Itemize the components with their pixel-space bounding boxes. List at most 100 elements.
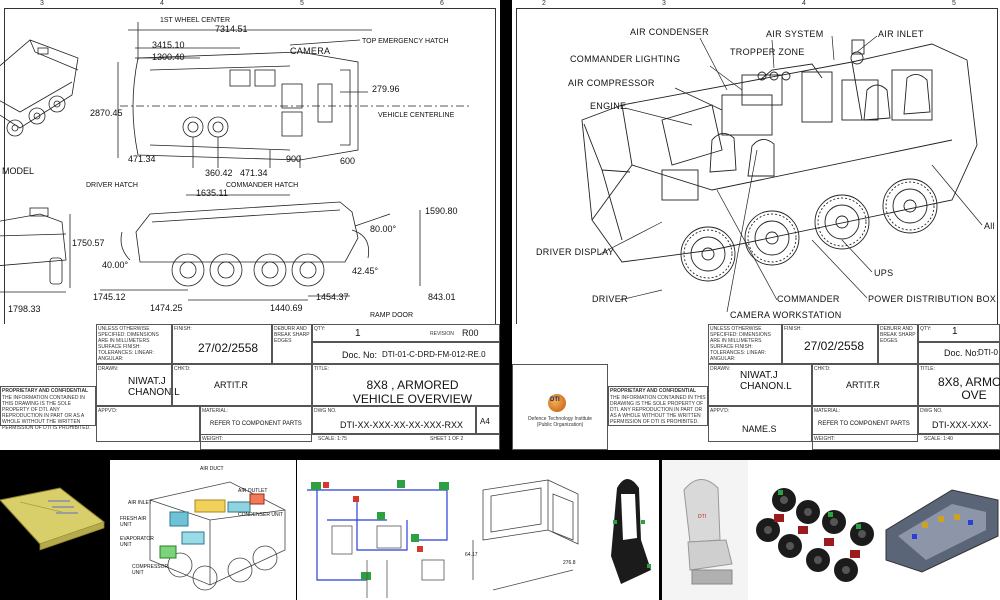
dti-logo-text: DTI <box>550 397 560 403</box>
view-label-model: MODEL <box>2 166 35 176</box>
dim-label: 1590.80 <box>425 206 458 216</box>
hvac-label-air-duct: AIR DUCT <box>200 466 224 472</box>
callout-camera-workstation: CAMERA WORKSTATION <box>730 310 842 320</box>
hvac-label-air-outlet: AIR OUTLET <box>238 488 268 494</box>
dim-label: 1750.57 <box>72 238 105 248</box>
drawing-date: 27/02/2558 <box>198 341 259 355</box>
zone-marker: 4 <box>802 0 806 7</box>
field-label: WEIGHT: <box>202 436 223 442</box>
thumbnail-drivetrain <box>748 460 882 600</box>
proprietary-heading: PROPRIETARY AND CONFIDENTIAL <box>2 388 89 394</box>
wheels <box>680 178 938 282</box>
checked-by: ARTIT.R <box>846 380 880 390</box>
vehicle-views-drawing <box>0 22 470 301</box>
drawing-sheet-dimensions: 3 4 5 6 2 <box>0 0 500 450</box>
drawing-title: 8X8, ARMOR OVE <box>938 375 1000 402</box>
dim-label: 1454.37 <box>316 292 349 302</box>
dim-label: 2870.45 <box>90 108 123 118</box>
dim-label: 600 <box>340 156 356 166</box>
field-label: APPV'D: <box>98 408 118 414</box>
thumbnail-wiring-harness <box>297 460 463 600</box>
field-label: MATERIAL: <box>814 408 841 414</box>
callout-power-distribution-box: POWER DISTRIBUTION BOX <box>868 294 997 304</box>
callout-driver-display: DRIVER DISPLAY <box>536 247 615 257</box>
field-label: REVISION <box>430 331 454 337</box>
thumbnail-crew-seat: DTI <box>662 460 748 600</box>
side-view <box>100 194 421 301</box>
doc-no-label: Doc. No: <box>342 350 378 360</box>
hvac-label-condenser: CONDENSER UNIT <box>238 512 284 518</box>
quantity-value: 1 <box>355 328 361 339</box>
field-label: QTY: <box>920 326 932 332</box>
callout-engine: ENGINE <box>590 101 627 111</box>
top-view <box>117 22 470 168</box>
field-label: FINISH: <box>174 326 192 332</box>
dim-label: 80.00° <box>370 224 397 234</box>
zone-marker: 6 <box>440 0 444 7</box>
front-view <box>0 207 71 293</box>
field-label: FINISH: <box>784 326 802 332</box>
zone-marker: 3 <box>40 0 44 7</box>
callout-cut-off: All <box>984 221 995 231</box>
hvac-label-air-inlet: AIR INLET <box>128 500 152 506</box>
zone-marker: 2 <box>542 0 546 7</box>
callout-commander: COMMANDER <box>777 294 840 304</box>
callout-tropper-zone: TROPPER ZONE <box>730 47 805 57</box>
dim-label: 1ST WHEEL CENTER <box>160 17 231 24</box>
dim-label: 471.34 <box>128 154 156 164</box>
callout-camera: CAMERA <box>290 46 331 56</box>
thumbnail-display-sketch: 64.17 276.8 <box>463 460 597 600</box>
dim-label: 1474.25 <box>150 303 183 313</box>
doc-no-value: DTI-0 <box>978 348 998 357</box>
zone-marker: 5 <box>952 0 956 7</box>
field-label: APPV'D: <box>710 408 730 414</box>
dim-label: 471.34 <box>240 168 268 178</box>
sheet-size: A4 <box>480 417 490 426</box>
zone-marker: 3 <box>662 0 666 7</box>
field-label: CHK'D: <box>174 366 191 372</box>
dim-label: 360.42 <box>205 168 233 178</box>
dim-label: 1635.11 <box>196 188 228 198</box>
deburr-note: DEBURR AND BREAK SHARP EDGES <box>880 326 916 344</box>
dim-label: 1440.69 <box>270 303 303 313</box>
scale-value: SCALE: 1:75 <box>318 436 347 442</box>
sketch-dim: 276.8 <box>563 560 576 566</box>
drawing-title: 8X8 , ARMORED VEHICLE OVERVIEW <box>352 378 473 406</box>
tolerance-notes: UNLESS OTHERWISE SPECIFIED: DIMENSIONS A… <box>710 326 771 362</box>
callout-commander-hatch: COMMANDER HATCH <box>226 182 299 189</box>
sheet-number: SHEET 1 OF 2 <box>430 436 464 442</box>
thumbnail-hull-render <box>882 460 1000 600</box>
hvac-label-evaporator: EVAPORATOR UNIT <box>120 536 154 548</box>
field-label: DWG NO. <box>314 408 337 414</box>
field-label: QTY: <box>314 326 326 332</box>
drawn-by: NIWAT.J CHANON.L <box>740 370 792 392</box>
field-label: CHK'D: <box>814 366 831 372</box>
callout-air-condenser: AIR CONDENSER <box>630 27 709 37</box>
material-value: REFER TO COMPONENT PARTS <box>210 421 302 427</box>
dim-label: 1745.12 <box>93 292 126 302</box>
drawing-number: DTI-XXX-XXX- <box>932 420 992 430</box>
title-block: UNLESS OTHERWISE SPECIFIED: DIMENSIONS A… <box>0 324 500 450</box>
doc-no-label: Doc. No: <box>944 348 980 358</box>
callout-air-system: AIR SYSTEM <box>766 29 824 39</box>
dim-label: 7314.51 <box>215 24 248 34</box>
field-label: WEIGHT: <box>814 436 835 442</box>
callout-top-emergency-hatch: TOP EMERGENCY HATCH <box>362 38 449 45</box>
callout-air-inlet: AIR INLET <box>878 29 924 39</box>
field-label: DRAWN: <box>98 366 119 372</box>
field-label: MATERIAL: <box>202 408 229 414</box>
thumbnail-seat-frame <box>597 460 659 600</box>
callout-ramp-door: RAMP DOOR <box>370 312 414 319</box>
callout-commander-lighting: COMMANDER LIGHTING <box>570 54 681 64</box>
callout-vehicle-centerline: VEHICLE CENTERLINE <box>378 112 455 119</box>
field-label: DWG NO. <box>920 408 943 414</box>
thumbnail-hvac-layout: AIR DUCT AIR INLET AIR OUTLET FRESH AIR … <box>110 460 296 600</box>
deburr-note: DEBURR AND BREAK SHARP EDGES <box>274 326 310 344</box>
seat-badge: DTI <box>698 514 707 520</box>
hvac-label-compressor: COMPRESSOR UNIT <box>132 564 169 576</box>
proprietary-text: THE INFORMATION CONTAINED IN THIS DRAWIN… <box>2 395 91 431</box>
drawing-date: 27/02/2558 <box>804 339 865 353</box>
proprietary-heading: PROPRIETARY AND CONFIDENTIAL <box>610 388 697 394</box>
scale-value: SCALE: 1:40 <box>924 436 953 442</box>
field-label: TITLE: <box>920 366 936 372</box>
